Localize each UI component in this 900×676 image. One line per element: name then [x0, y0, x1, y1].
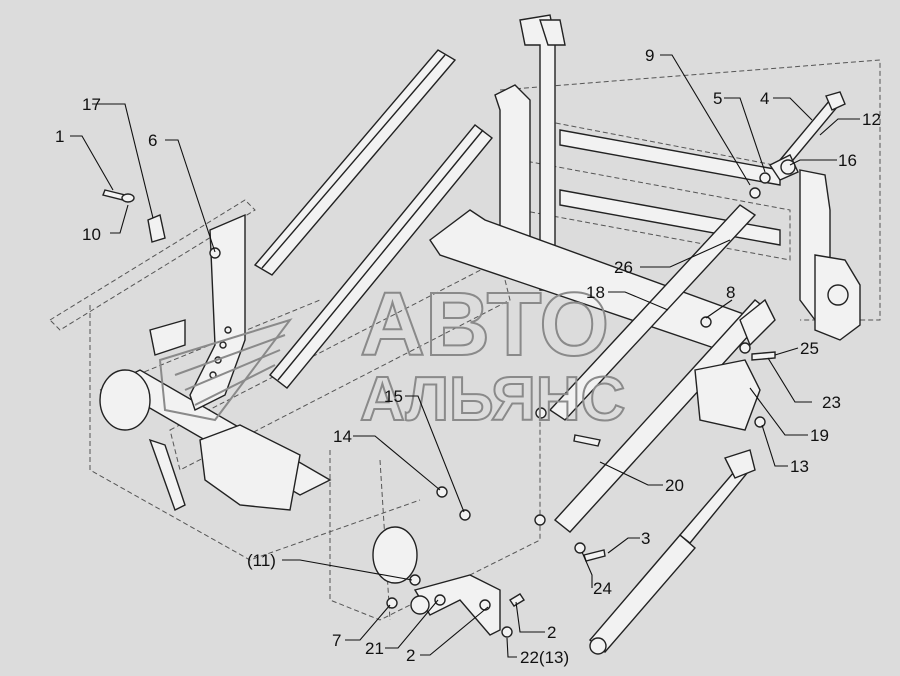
label-6: 6: [148, 131, 157, 150]
label-21: 21: [365, 639, 384, 658]
label-17: 17: [82, 95, 101, 114]
label-20: 20: [665, 476, 684, 495]
gas-strut: [588, 449, 756, 655]
label-10: 10: [82, 225, 101, 244]
rails: [253, 49, 776, 533]
watermark-line2: АЛЬЯНС: [360, 365, 625, 434]
part-labels: 1 17 6 10 9 5 4 12 16 26 18 8 25 23 19 1…: [55, 46, 881, 667]
main-frame-top: [494, 14, 861, 341]
label-3: 3: [641, 529, 650, 548]
top-bolt-assembly: [749, 91, 846, 199]
label-15: 15: [384, 387, 403, 406]
hardware: [102, 189, 776, 638]
lower-bracket: [410, 574, 501, 636]
label-13: 13: [790, 457, 809, 476]
label-23: 23: [822, 393, 841, 412]
watermark-line1: АВТО: [360, 275, 609, 375]
label-2b: 2: [406, 646, 415, 665]
label-5: 5: [713, 89, 722, 108]
label-8: 8: [726, 283, 735, 302]
label-2a: 2: [547, 623, 556, 642]
label-1: 1: [55, 127, 64, 146]
label-19: 19: [810, 426, 829, 445]
label-18: 18: [586, 283, 605, 302]
watermark: АВТО АЛЬЯНС: [158, 274, 626, 435]
label-11: (11): [247, 551, 276, 570]
label-24: 24: [593, 579, 612, 598]
label-4: 4: [760, 89, 769, 108]
left-bracket: [149, 213, 246, 411]
label-7: 7: [332, 631, 341, 650]
label-14: 14: [333, 427, 352, 446]
label-25: 25: [800, 339, 819, 358]
label-22-13: 22(13): [520, 648, 569, 667]
leader-lines: [70, 54, 860, 658]
label-12: 12: [862, 110, 881, 129]
label-26: 26: [614, 258, 633, 277]
label-9: 9: [645, 46, 654, 65]
label-16: 16: [838, 151, 857, 170]
